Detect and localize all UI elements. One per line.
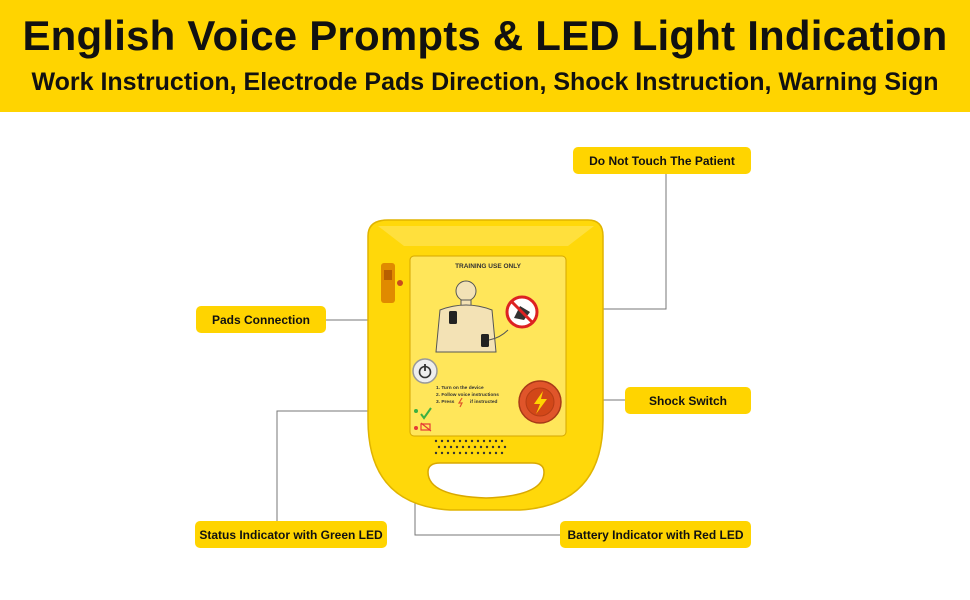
pads-connector <box>381 263 395 303</box>
callout-battery-indicator: Battery Indicator with Red LED <box>560 521 751 548</box>
instruction-step-1: 1. Turn on the device <box>436 385 484 391</box>
battery-icon <box>420 422 432 432</box>
page-subtitle: Work Instruction, Electrode Pads Directi… <box>31 68 939 96</box>
instruction-step-3: 3. Press <box>436 399 455 405</box>
green-led <box>414 409 418 413</box>
callout-status-indicator: Status Indicator with Green LED <box>195 521 387 548</box>
panel-label: TRAINING USE ONLY <box>455 263 522 270</box>
pad-wire <box>488 329 509 341</box>
pads-connector-slot <box>384 270 392 280</box>
lightning-bolt-icon <box>534 391 547 414</box>
instruction-text: 1. Turn on the device 2. Follow voice in… <box>436 385 499 405</box>
page-title: English Voice Prompts & LED Light Indica… <box>22 12 948 59</box>
instruction-step-3-suffix: if instructed <box>470 399 498 405</box>
device-top-bevel <box>378 226 594 246</box>
do-not-touch-icon <box>505 295 539 329</box>
device-handle <box>427 462 545 499</box>
pad-1-icon <box>449 311 457 324</box>
power-button[interactable] <box>412 358 438 384</box>
shock-button[interactable] <box>518 380 562 424</box>
instruction-step-2: 2. Follow voice instructions <box>436 392 499 398</box>
callout-shock-switch: Shock Switch <box>625 387 751 414</box>
small-bolt-icon <box>457 397 463 408</box>
callout-do-not-touch: Do Not Touch The Patient <box>573 147 751 174</box>
status-check-icon <box>420 407 432 420</box>
speaker-grill <box>434 439 507 455</box>
header-banner: English Voice Prompts & LED Light Indica… <box>0 0 970 112</box>
pad-2-icon <box>481 334 489 347</box>
callout-pads-connection: Pads Connection <box>196 306 326 333</box>
red-led <box>414 426 418 430</box>
pads-connector-led <box>397 280 403 286</box>
